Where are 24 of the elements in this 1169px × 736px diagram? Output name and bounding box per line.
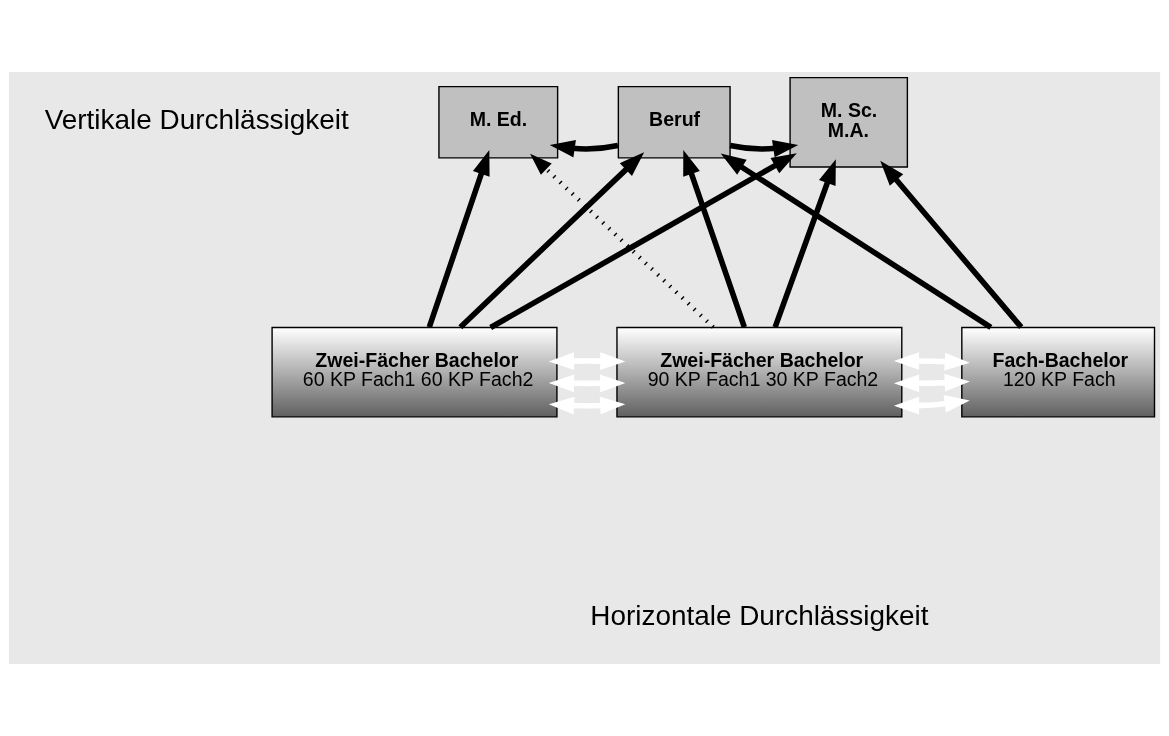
arrow	[893, 373, 970, 393]
arrow	[729, 139, 799, 158]
node-box: Zwei-Fächer Bachelor 60 KP Fach1 60 KP Fach2	[271, 326, 558, 418]
node-box: M. Sc. M.A.	[789, 76, 909, 168]
arrow	[548, 352, 626, 370]
arrow	[893, 352, 970, 371]
arrow	[548, 374, 626, 393]
arrow	[530, 153, 715, 329]
arrow	[458, 152, 645, 330]
node-box: Fach-Bachelor 120 KP Fach	[961, 326, 1156, 418]
arrow	[489, 153, 797, 330]
label: Horizontale Durchlässigkeit	[590, 599, 929, 631]
node-box: M. Ed.	[438, 85, 559, 159]
arrow	[893, 395, 970, 415]
arrow	[880, 160, 1024, 329]
arrow	[426, 150, 490, 329]
arrow	[683, 150, 747, 329]
label: Vertikale Durchlässigkeit	[44, 104, 349, 136]
arrow	[548, 396, 626, 415]
arrow	[772, 159, 836, 329]
node-box: Zwei-Fächer Bachelor 90 KP Fach1 30 KP Fach2	[616, 326, 903, 418]
node-box: Beruf	[617, 85, 731, 159]
arrow	[549, 139, 619, 158]
arrow	[720, 153, 993, 330]
